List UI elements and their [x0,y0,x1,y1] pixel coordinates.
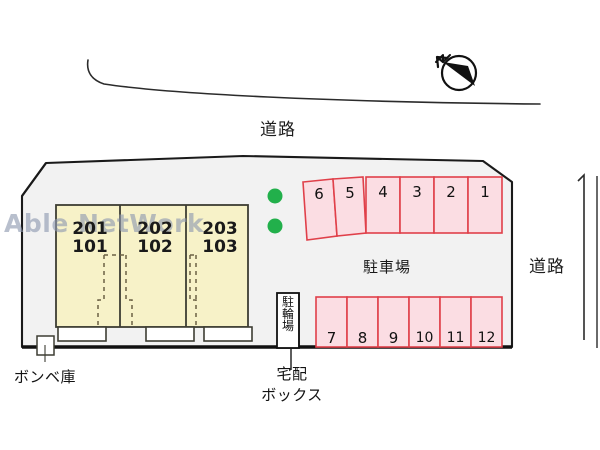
stall-number-12: 12 [477,330,496,346]
building-outline [55,204,249,328]
building-entrance-boxes [57,326,253,342]
parking-row-upper [302,176,503,241]
road-right-lines [577,173,598,348]
stall-number-9: 9 [388,329,399,347]
parking-stall-3 [399,176,435,234]
bicycle-parking-char-1: 駐 [281,295,294,309]
parking-lot-label: 駐車場 [363,258,412,276]
green-dots [267,188,283,234]
stall-number-3: 3 [412,183,422,201]
stall-number-6: 6 [314,185,324,203]
stall-number-2: 2 [446,183,456,201]
delivery-box-label-line2: ボックス [261,386,323,404]
parking-stall-1 [467,176,503,234]
stall-number-7: 7 [326,329,337,347]
unit-label-2-lower: 102 [137,237,173,257]
bicycle-parking-box [276,292,300,349]
parking-stall-8 [346,296,379,348]
parking-row-lower [315,296,503,348]
gas-cylinder-box [36,335,55,362]
stall-number-4: 4 [378,183,388,201]
watermark: Able NetWork [4,209,205,238]
road-label-right: 道路 [529,257,565,277]
stall-number-10: 10 [415,330,434,346]
stall-number-1: 1 [480,183,490,201]
bicycle-parking-char-3: 場 [281,319,294,333]
unit-label-1-lower: 101 [72,237,108,257]
bicycle-parking-char-2: 輪 [281,307,294,321]
building-dashed-details [97,254,197,327]
road-label-top: 道路 [260,120,296,140]
parking-stall-2 [433,176,469,234]
unit-label-3-lower: 103 [202,237,238,257]
unit-label-1-upper: 201 [72,219,108,239]
unit-label-3-upper: 203 [202,219,238,239]
bicycle-parking-label: 駐 輪 場 [279,296,297,332]
road-top-line [86,59,541,105]
north-arrow-icon [435,54,478,92]
delivery-box-label-line1: 宅配 [276,365,308,383]
parking-stall-12 [470,296,503,348]
stall-number-8: 8 [357,329,368,347]
parking-stall-11 [439,296,472,348]
stall-number-5: 5 [345,184,355,202]
stall-number-11: 11 [446,330,465,346]
unit-label-2-upper: 202 [137,219,173,239]
gas-cylinder-store-label: ボンベ庫 [14,368,77,386]
